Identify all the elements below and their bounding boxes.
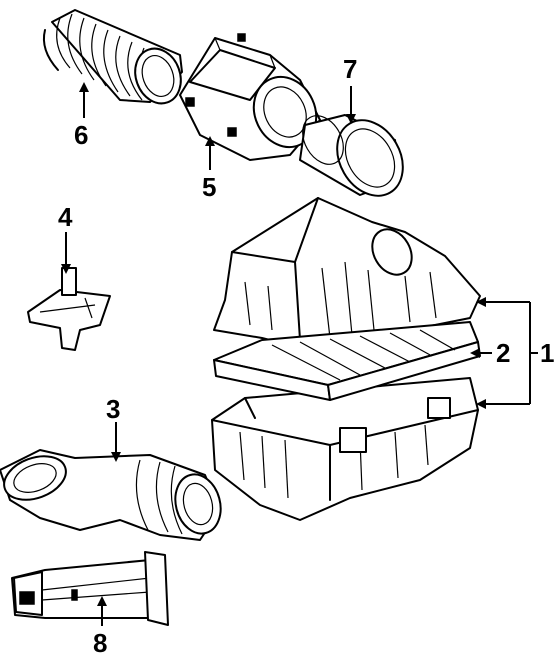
intake-boot-part-6 — [42, 9, 183, 105]
callout-4: 4 — [58, 202, 73, 232]
airflow-meter-part-5 — [179, 33, 321, 161]
air-cleaner-assembly-part-1 — [211, 197, 481, 521]
air-filter-element-part-2 — [213, 321, 481, 401]
callout-7: 7 — [343, 54, 357, 84]
callout-1: 1 — [540, 338, 554, 368]
resonator-duct-part-8 — [11, 551, 169, 626]
callout-8: 8 — [93, 628, 107, 657]
leader-lines — [61, 82, 538, 626]
callout-6: 6 — [74, 120, 88, 150]
intake-duct-part-3 — [0, 449, 222, 541]
hose-part-7 — [299, 114, 404, 197]
callout-3: 3 — [106, 394, 120, 424]
bracket-part-4 — [27, 267, 111, 351]
callout-2: 2 — [496, 338, 510, 368]
callout-5: 5 — [202, 172, 216, 202]
